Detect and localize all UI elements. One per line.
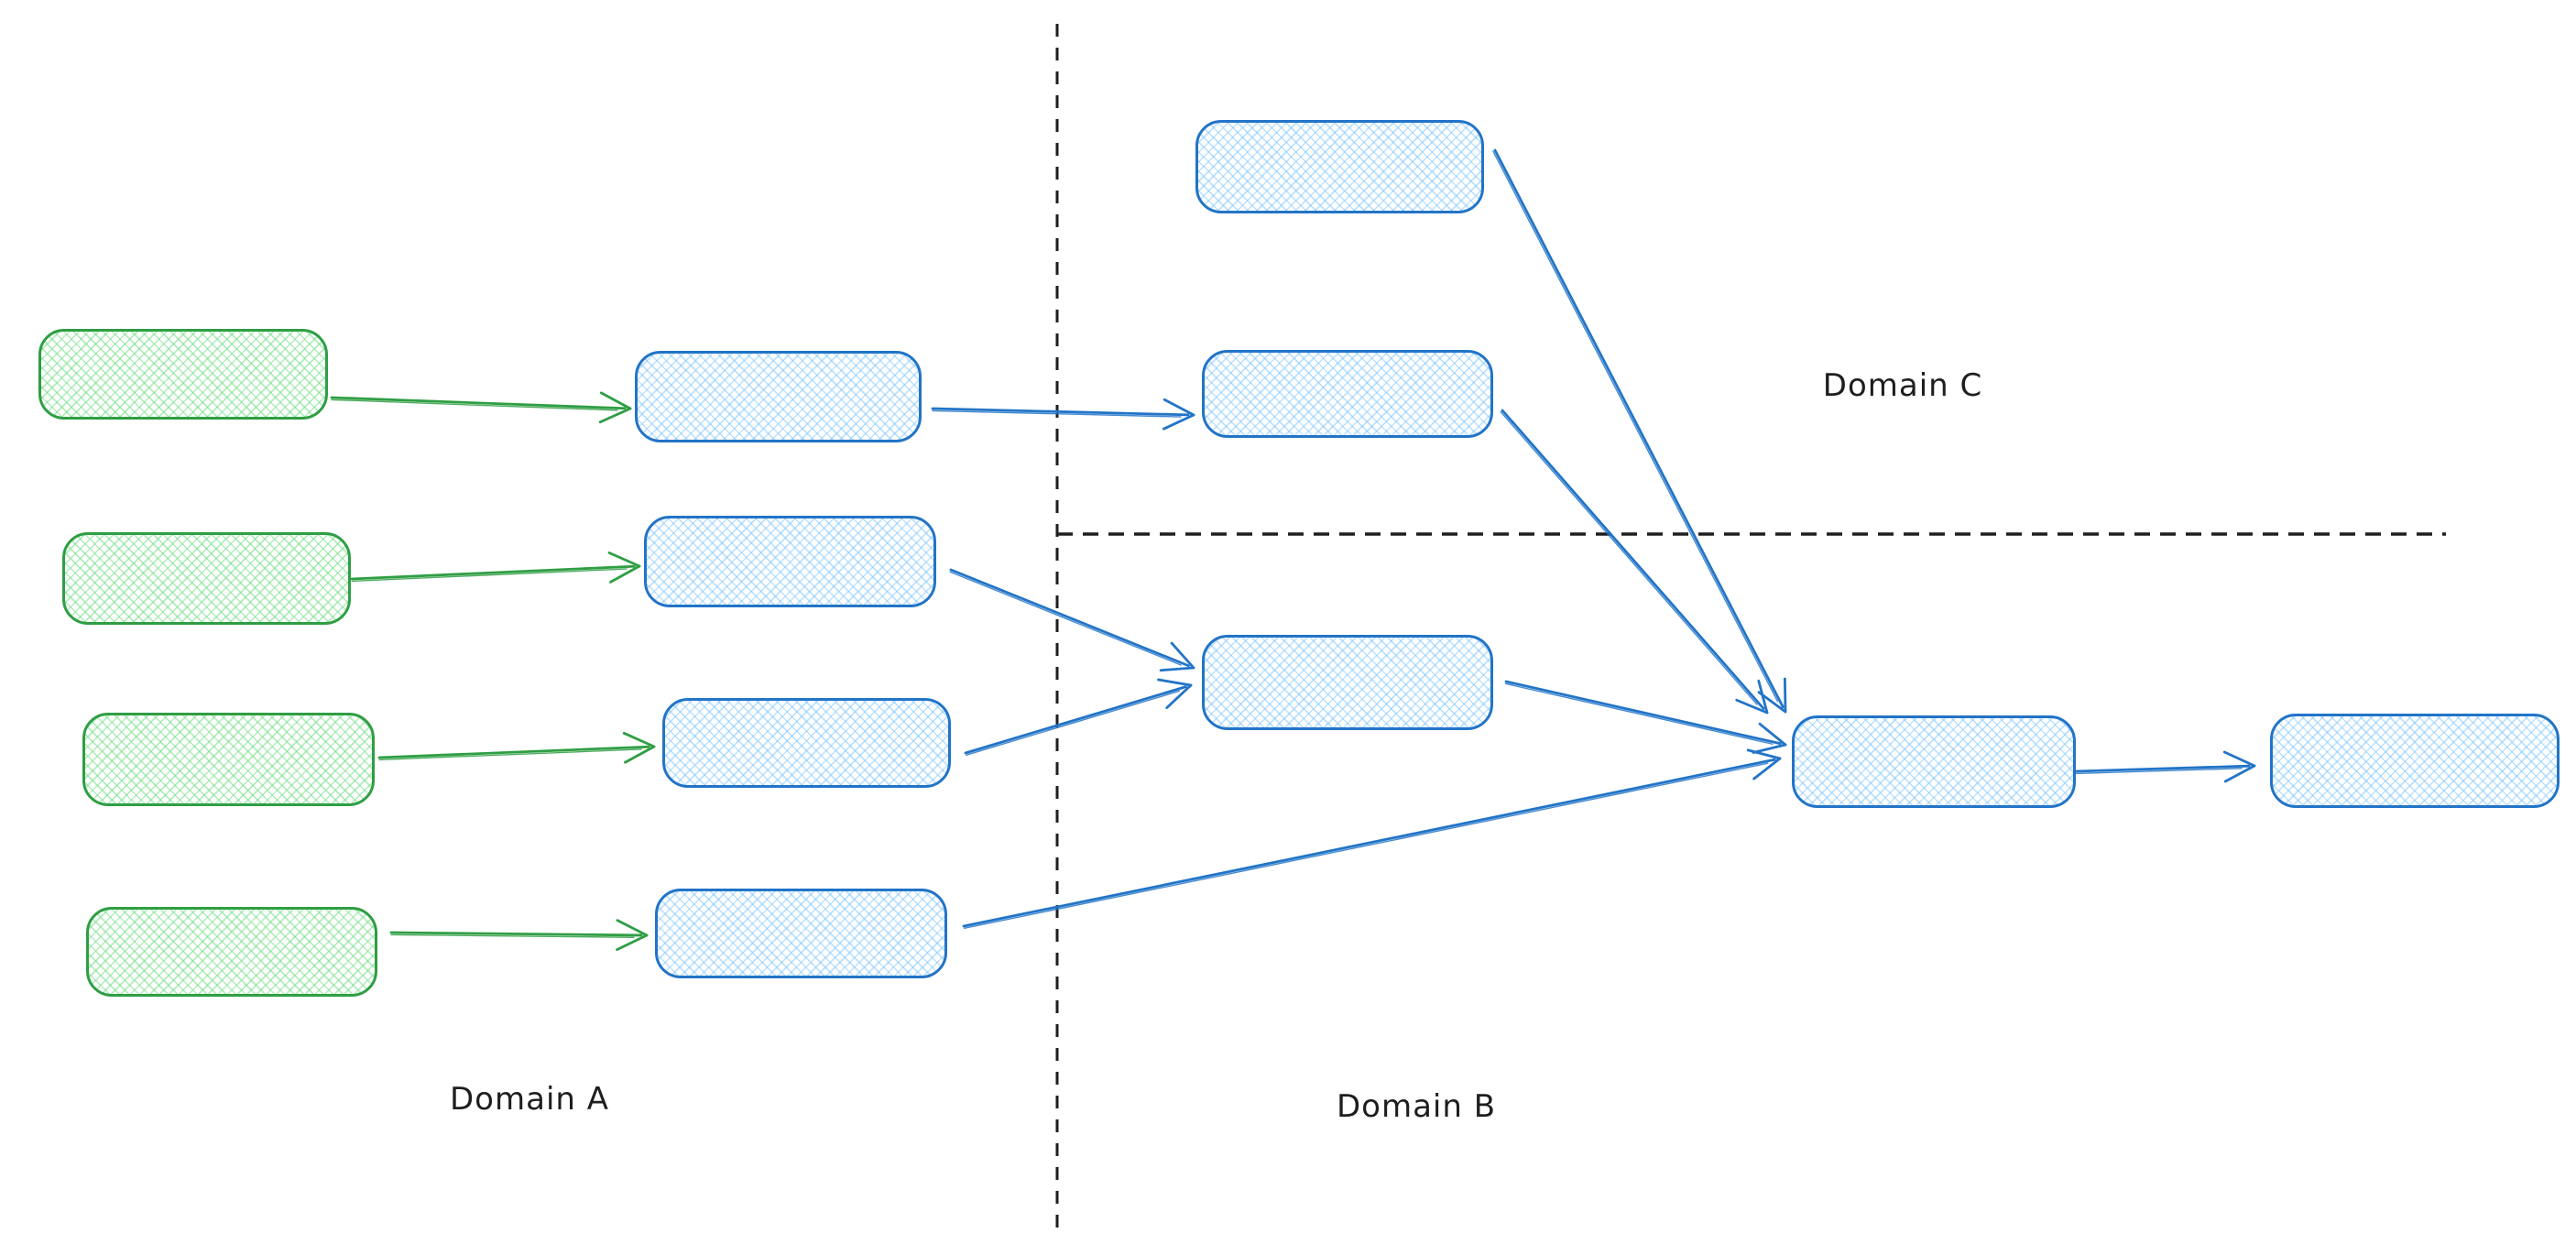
node-a-source-2 — [62, 532, 351, 625]
edge-a-service-2-to-b-service-3 — [949, 568, 1195, 672]
node-a-service-3 — [662, 698, 951, 788]
node-a-service-2 — [644, 516, 936, 607]
edge-a-service-3-to-b-service-3 — [964, 678, 1193, 756]
edge-b-service-1-to-b-hub — [1492, 148, 1787, 714]
edge-a-service-1-to-b-service-2 — [931, 398, 1195, 431]
edge-b-hub-to-b-sink — [2074, 750, 2256, 783]
node-b-service-2 — [1202, 350, 1493, 438]
node-b-service-3 — [1202, 635, 1493, 730]
edge-a-source-3-to-a-service-3 — [377, 731, 656, 764]
node-b-sink — [2270, 714, 2560, 808]
edge-b-service-2-to-b-hub — [1500, 409, 1769, 715]
node-b-hub — [1792, 715, 2076, 808]
node-a-source-1 — [38, 329, 328, 420]
edge-a-source-4-to-a-service-4 — [389, 919, 649, 952]
domain-a-label: Domain A — [450, 1081, 609, 1118]
edge-a-source-1-to-a-service-1 — [330, 391, 632, 424]
edge-a-service-4-to-b-hub — [962, 748, 1782, 930]
edge-a-source-2-to-a-service-2 — [350, 551, 641, 584]
domain-b-label: Domain B — [1336, 1088, 1497, 1125]
edge-b-service-3-to-b-hub — [1504, 680, 1787, 754]
node-a-service-1 — [635, 351, 922, 442]
node-a-source-3 — [82, 713, 375, 806]
domain-c-label: Domain C — [1822, 367, 1983, 404]
node-a-service-4 — [655, 889, 947, 978]
node-b-service-1 — [1195, 120, 1484, 213]
node-a-source-4 — [86, 907, 377, 997]
